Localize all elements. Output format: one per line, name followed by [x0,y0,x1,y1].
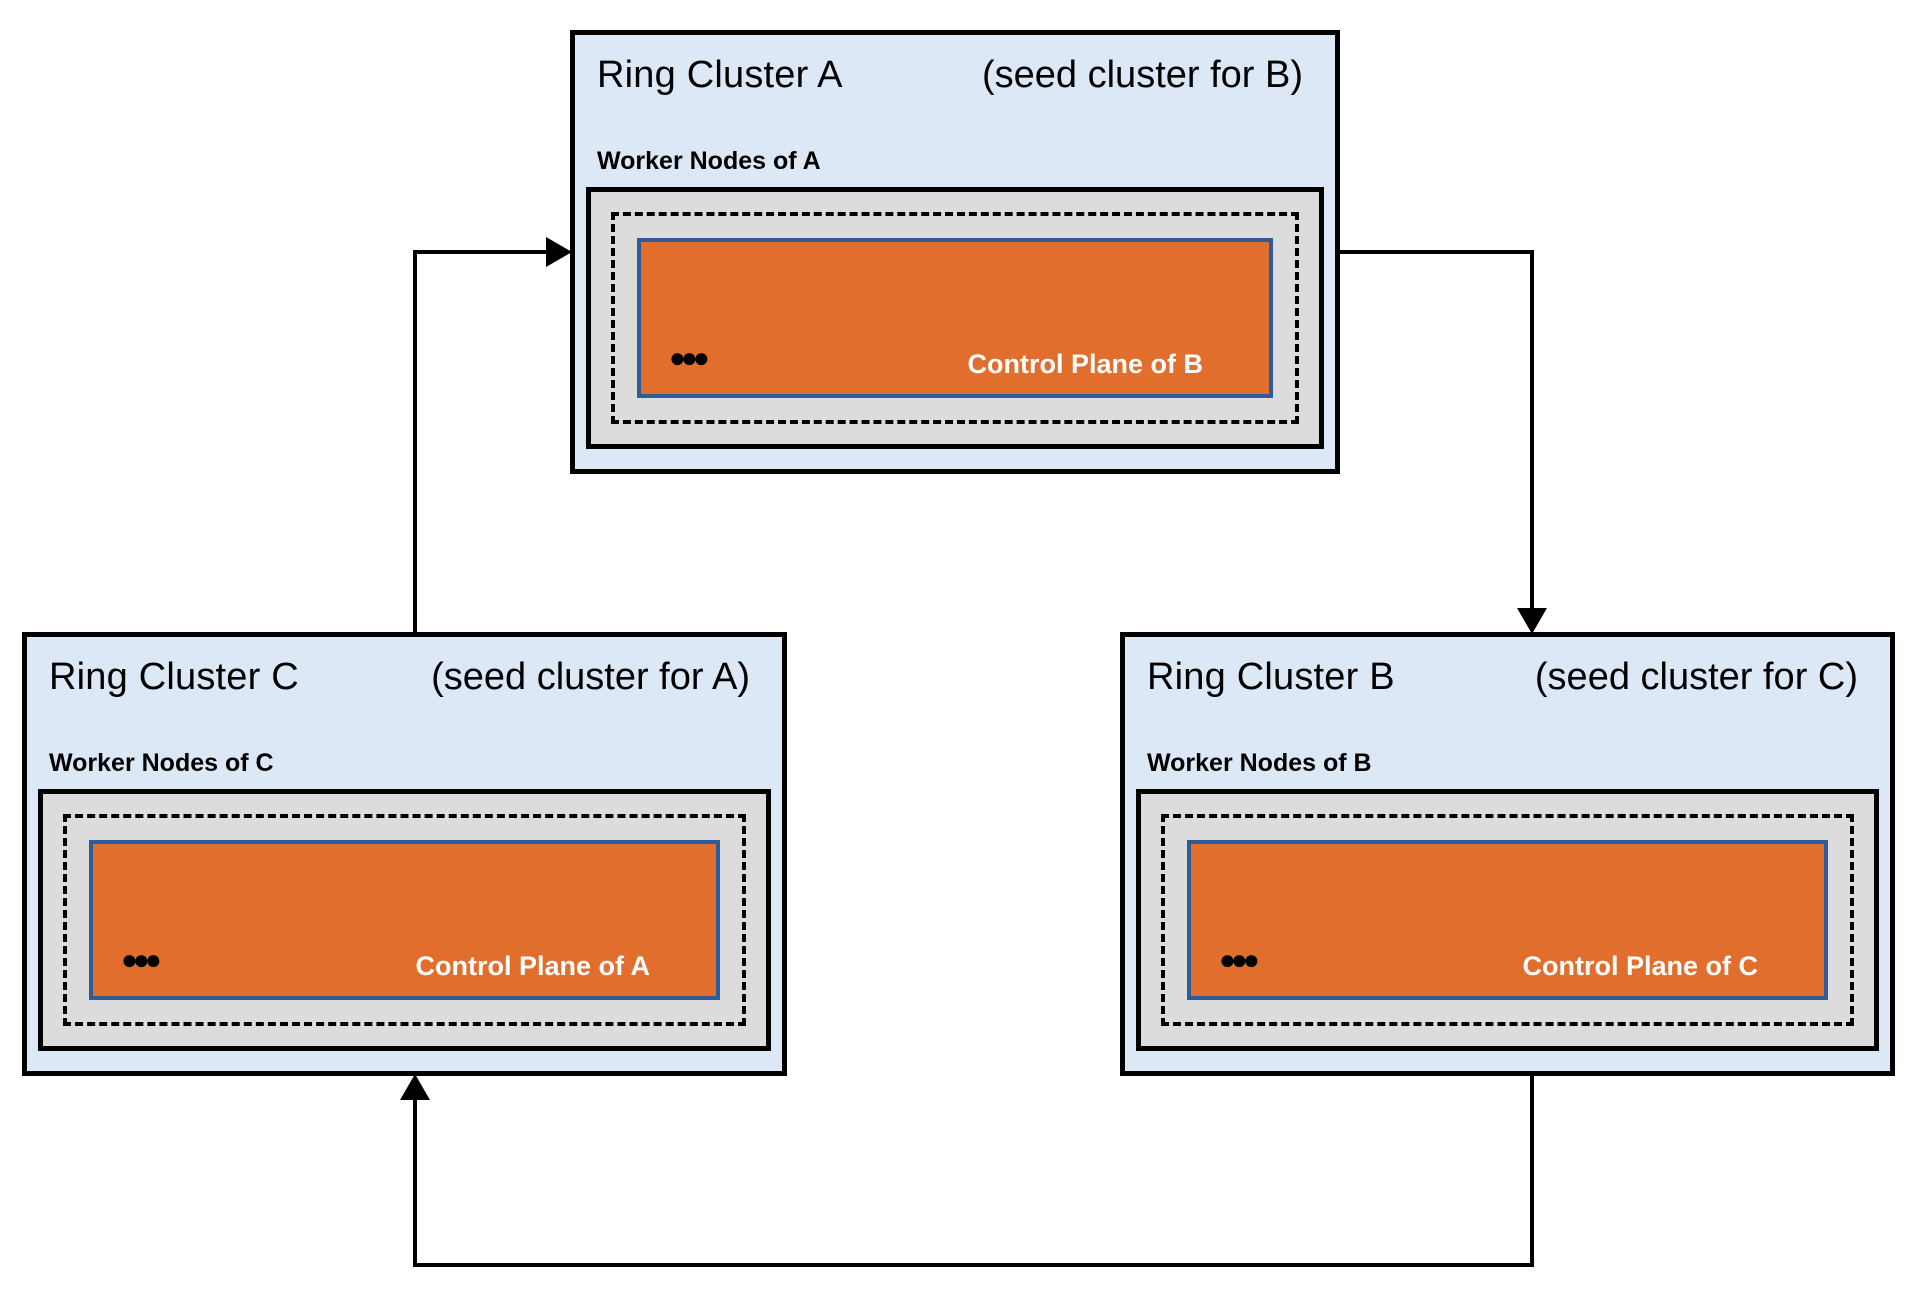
cluster-c-box: Ring Cluster C (seed cluster for A) Work… [22,632,787,1076]
cluster-c-title: Ring Cluster C [49,656,299,698]
cluster-b-worker-nodes-box: ●●● Control Plane of C [1136,789,1879,1051]
arrow-a-to-b-arrowhead-icon [1517,608,1547,634]
cluster-a-title: Ring Cluster A [597,54,843,96]
cluster-a-worker-nodes-label: Worker Nodes of A [597,147,821,175]
cluster-a-dashed-boundary: ●●● Control Plane of B [611,212,1299,424]
arrow-c-to-a-vertical-line [413,250,417,634]
arrow-c-to-a-arrowhead-icon [546,237,572,267]
cluster-b-seed-note: (seed cluster for C) [1534,656,1858,698]
cluster-b-title-row: Ring Cluster B (seed cluster for C) [1125,651,1890,703]
cluster-b-dashed-boundary: ●●● Control Plane of C [1161,814,1854,1026]
arrow-a-to-b-horizontal-line [1338,250,1534,254]
cluster-a-seed-note: (seed cluster for B) [982,54,1303,96]
ellipsis-icon: ●●● [669,342,710,373]
cluster-a-worker-nodes-box: ●●● Control Plane of B [586,187,1324,449]
cluster-b-control-plane-box: ●●● Control Plane of C [1187,840,1828,1000]
cluster-c-control-plane-box: ●●● Control Plane of A [89,840,720,1000]
cluster-c-seed-note: (seed cluster for A) [431,656,750,698]
ellipsis-icon: ●●● [121,944,162,975]
cluster-a-box: Ring Cluster A (seed cluster for B) Work… [570,30,1340,474]
arrow-b-to-c-horizontal-line [413,1263,1534,1267]
cluster-a-control-plane-box: ●●● Control Plane of B [637,238,1273,398]
arrow-b-to-c-vertical-line-left [413,1096,417,1267]
arrow-b-to-c-vertical-line-right [1530,1074,1534,1267]
cluster-c-worker-nodes-box: ●●● Control Plane of A [38,789,771,1051]
arrow-c-to-a-horizontal-line [413,250,548,254]
cluster-b-control-plane-label: Control Plane of C [1522,951,1759,981]
cluster-c-worker-nodes-label: Worker Nodes of C [49,749,274,777]
arrow-a-to-b-vertical-line [1530,250,1534,612]
cluster-b-box: Ring Cluster B (seed cluster for C) Work… [1120,632,1895,1076]
cluster-b-worker-nodes-label: Worker Nodes of B [1147,749,1372,777]
cluster-c-dashed-boundary: ●●● Control Plane of A [63,814,746,1026]
cluster-a-control-plane-label: Control Plane of B [967,349,1204,379]
cluster-c-control-plane-label: Control Plane of A [415,951,651,981]
ellipsis-icon: ●●● [1219,944,1260,975]
cluster-c-title-row: Ring Cluster C (seed cluster for A) [27,651,782,703]
arrow-b-to-c-arrowhead-icon [400,1074,430,1100]
cluster-a-title-row: Ring Cluster A (seed cluster for B) [575,49,1335,101]
cluster-b-title: Ring Cluster B [1147,656,1395,698]
